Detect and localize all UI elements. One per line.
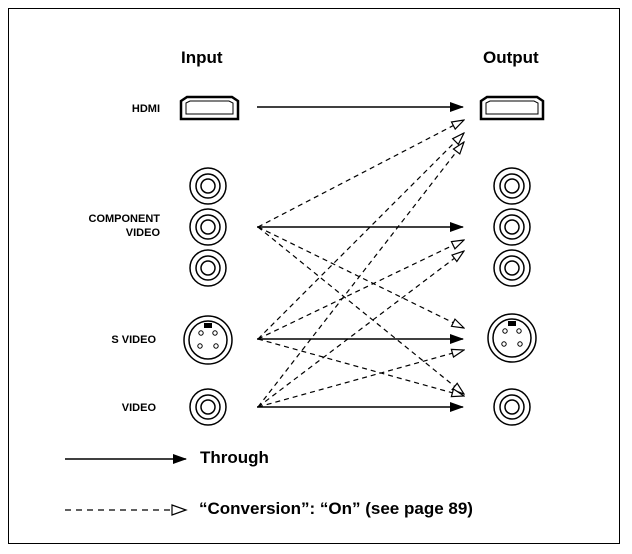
input-component-jack-2-icon	[189, 208, 227, 246]
legend-conversion-text: “Conversion”: “On” (see page 89)	[199, 499, 473, 518]
component-to-s-video-arrow	[257, 226, 464, 328]
input-s-video-jack-icon	[183, 315, 233, 365]
output-video-jack-icon	[493, 388, 531, 426]
input-video-jack-icon	[189, 388, 227, 426]
output-s-video-jack-icon	[487, 313, 537, 363]
input-header: Input	[181, 48, 223, 67]
hdmi-label: HDMI	[131, 103, 160, 115]
s-video-to-component-arrow	[257, 240, 464, 340]
s-video-label: S VIDEO	[111, 334, 156, 346]
diagram-frame	[8, 8, 620, 544]
input-component-jack-3-icon	[189, 249, 227, 287]
output-component-jack-1-icon	[493, 167, 531, 205]
input-hdmi-port-icon	[179, 95, 240, 121]
component-to-video-arrow	[257, 226, 464, 394]
video-to-s-video-arrow	[257, 350, 464, 408]
video-label: VIDEO	[121, 402, 156, 414]
video-to-hdmi-arrow	[257, 142, 464, 408]
output-hdmi-port-icon	[479, 95, 545, 121]
component-label-line1: COMPONENT	[88, 213, 161, 225]
input-component-jack-1-icon	[189, 167, 227, 205]
output-component-jack-3-icon	[493, 249, 531, 287]
legend-through-text: Through	[200, 448, 269, 467]
component-video-label: COMPONENT VIDEO	[40, 212, 161, 240]
s-video-to-hdmi-arrow	[257, 133, 464, 340]
component-to-hdmi-arrow	[257, 120, 464, 228]
component-label-line2: VIDEO	[125, 227, 160, 239]
legend-hollow-arrow-icon	[171, 504, 188, 516]
output-component-jack-2-icon	[493, 208, 531, 246]
s-video-to-video-arrow	[257, 338, 464, 396]
output-header: Output	[483, 48, 539, 67]
video-to-component-arrow	[257, 251, 464, 408]
